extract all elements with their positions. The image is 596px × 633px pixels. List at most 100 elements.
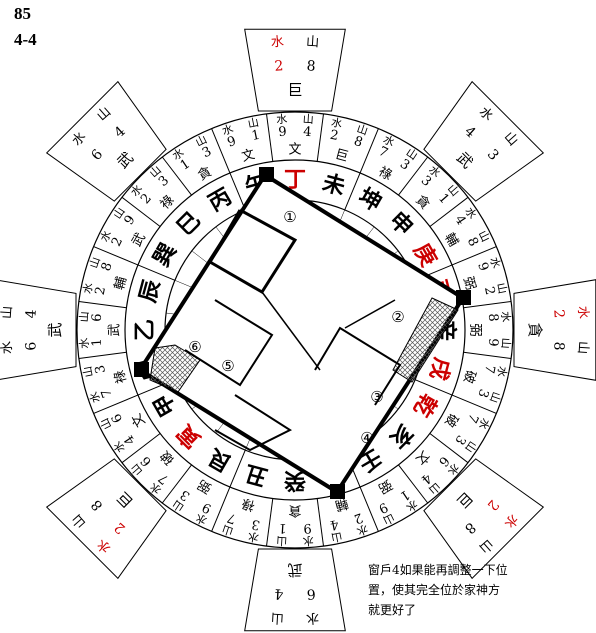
tab-number: 8 xyxy=(306,58,316,75)
water-char: 水 xyxy=(276,113,288,127)
star-label: 輔 xyxy=(112,275,130,291)
interior-wall xyxy=(261,291,321,371)
star-label: 貪 xyxy=(195,163,214,183)
sector-divider xyxy=(316,498,324,547)
mountain-label: 申 xyxy=(384,207,418,241)
water-char: 水 xyxy=(494,365,509,378)
interior-wall xyxy=(344,299,396,329)
trigram-divider xyxy=(137,264,176,281)
water-char: 水 xyxy=(220,122,235,138)
star-label: 輔 xyxy=(441,231,460,250)
mountain-label: 巳 xyxy=(172,207,206,241)
tab-water-char: 水 xyxy=(306,610,320,626)
mountain-char: 山 xyxy=(355,122,370,138)
floor-plan-outline xyxy=(140,175,463,492)
star-number: 6 xyxy=(90,313,105,322)
mountain-label: 艮 xyxy=(203,443,236,477)
window-marker-5: ⑤ xyxy=(221,357,234,375)
mountain-char: 山 xyxy=(494,282,509,295)
hatched-balcony xyxy=(392,297,459,383)
mountain-label: 丁 xyxy=(284,167,306,193)
tab-number: 4 xyxy=(23,309,40,319)
star-label: 巨 xyxy=(333,147,349,165)
tab-number: 6 xyxy=(23,341,40,351)
tab-number: 2 xyxy=(274,58,284,75)
interior-wall xyxy=(314,326,402,406)
hatched-balcony xyxy=(149,344,201,393)
tab-star-label: 武 xyxy=(46,322,64,337)
sector-divider xyxy=(78,301,127,309)
sector-divider xyxy=(211,128,231,174)
mountain-label: 乾 xyxy=(408,389,442,421)
tab-number: 4 xyxy=(274,585,284,602)
window-marker-4: ④ xyxy=(360,429,373,447)
tab-water-char: 水 xyxy=(575,305,591,319)
sector-divider xyxy=(161,156,192,196)
star-label: 祿 xyxy=(376,164,395,183)
trigram-divider xyxy=(344,172,361,211)
sector-divider xyxy=(93,394,139,414)
plan-wall xyxy=(138,173,267,372)
outer-tab xyxy=(244,28,346,112)
mountain-label: 寅 xyxy=(172,419,206,453)
star-label: 弼 xyxy=(460,275,478,291)
tab-mountain-char: 山 xyxy=(270,610,284,626)
mountain-label: 丙 xyxy=(204,183,236,217)
sector-divider xyxy=(78,351,127,359)
mountain-label: 丑 xyxy=(242,459,270,490)
wall-pillar xyxy=(456,290,471,305)
water-char: 水 xyxy=(355,522,370,538)
compass-ring xyxy=(124,159,466,501)
water-char: 水 xyxy=(81,282,96,295)
floor-plan: ① ② ③ ④ ⑤ ⑥ xyxy=(134,167,471,499)
outer-tab xyxy=(0,280,77,380)
plan-wall xyxy=(263,173,465,300)
star-number: 2 xyxy=(329,128,340,144)
window-markers: ① ② ③ ④ ⑤ ⑥ xyxy=(188,208,404,447)
tab-number: 6 xyxy=(306,585,316,602)
trigram-divider xyxy=(229,449,246,488)
mountain-char: 山 xyxy=(81,365,96,378)
tab-water-char: 水 xyxy=(0,341,15,355)
sector-divider xyxy=(451,394,497,414)
star-label: 貪 xyxy=(288,503,301,519)
outer-tab xyxy=(423,80,545,202)
star-label: 武 xyxy=(108,323,123,336)
sector-divider xyxy=(211,486,231,532)
star-label: 破 xyxy=(460,368,478,384)
water-char: 水 xyxy=(193,511,209,528)
outer-tab xyxy=(45,458,167,580)
sector-divider xyxy=(398,156,429,196)
sector-divider xyxy=(463,301,512,309)
star-number: 2 xyxy=(481,285,497,296)
note-line-2: 置，使其完全位於家神方 xyxy=(368,583,501,597)
star-number: 9 xyxy=(278,125,287,140)
mountain-char: 山 xyxy=(193,133,209,150)
water-char: 水 xyxy=(98,228,115,244)
star-label: 祿 xyxy=(112,368,130,384)
figure-number: 4-4 xyxy=(14,30,37,49)
tab-mountain-char: 山 xyxy=(575,341,591,355)
star-number: 4 xyxy=(303,125,312,140)
water-char: 水 xyxy=(247,529,260,544)
sector-divider xyxy=(266,113,274,162)
plan-wall xyxy=(138,368,339,494)
wall-pillar xyxy=(134,362,149,377)
trigram-divider xyxy=(229,172,246,211)
sector-divider xyxy=(359,486,379,532)
star-number: 2 xyxy=(93,285,109,296)
star-label: 弼 xyxy=(376,476,395,495)
tab-water-char: 水 xyxy=(270,35,284,51)
interior-wall xyxy=(184,299,274,387)
star-number: 8 xyxy=(485,313,500,322)
sector-divider xyxy=(359,128,379,174)
star-number: 4 xyxy=(329,516,340,532)
star-number: 1 xyxy=(90,338,105,347)
mountain-char: 山 xyxy=(381,511,397,528)
star-number: 9 xyxy=(303,520,312,535)
water-char: 水 xyxy=(381,133,397,150)
tab-star-label: 貪 xyxy=(526,322,544,337)
water-char: 水 xyxy=(487,255,503,270)
mountain-label: 未 xyxy=(320,170,348,201)
